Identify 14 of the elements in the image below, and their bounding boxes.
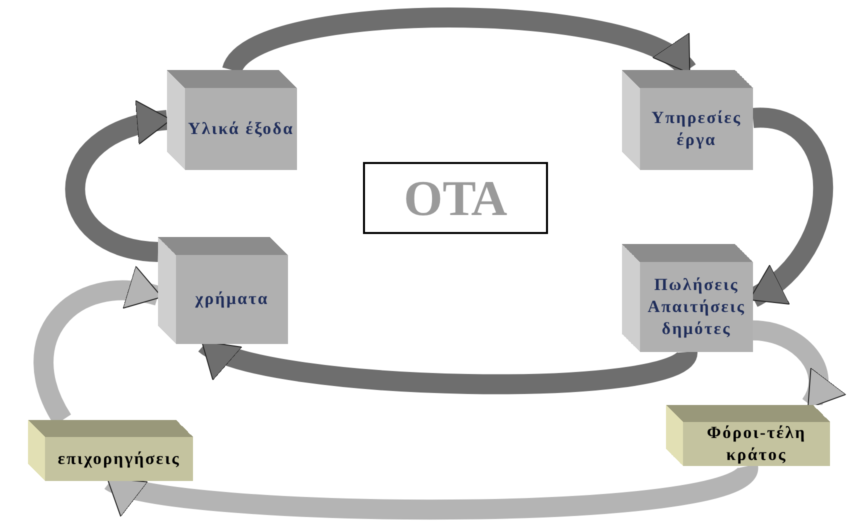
cube-block (158, 237, 288, 344)
box-label: επιχορηγήσεις (58, 448, 180, 470)
box-label: ΟΤΑ (404, 169, 508, 227)
title-box (363, 162, 548, 234)
box-label: Υπηρεσίες έργα (650, 106, 743, 151)
cube-block (622, 244, 753, 352)
cube-block (666, 405, 830, 466)
cube-block (622, 70, 753, 170)
box-label: Υλικά έξοδα (188, 118, 294, 140)
cube-block (28, 420, 193, 481)
box-label: Πωλήσεις Απαιτήσεις δημότες (646, 274, 746, 340)
box-label: χρήματα (195, 288, 269, 310)
cube-block (167, 70, 297, 170)
box-label: Φόροι-τέλη κράτος (706, 422, 808, 466)
